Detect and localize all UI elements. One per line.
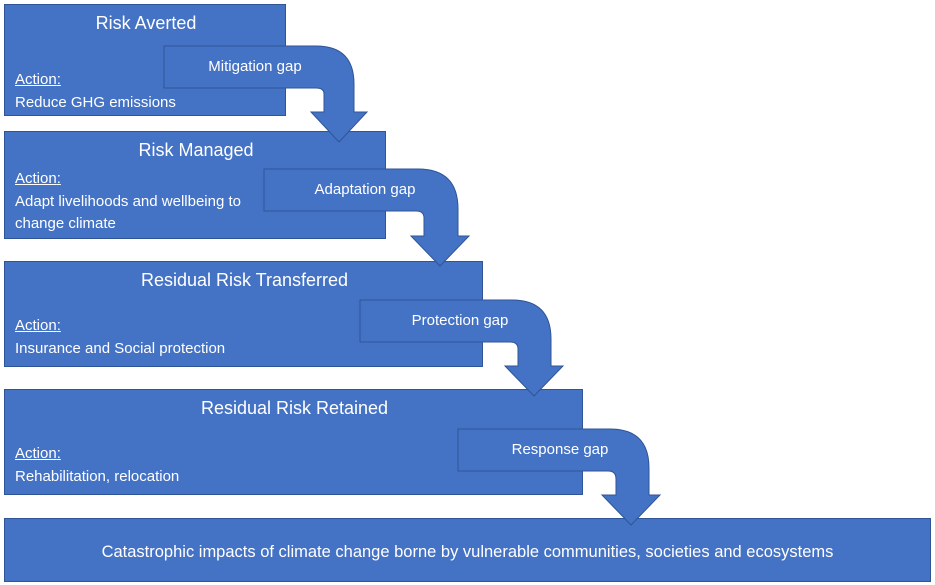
box-catastrophic-impacts: Catastrophic impacts of climate change b… — [4, 518, 931, 582]
box-title-residual-risk-transferred: Residual Risk Transferred — [140, 270, 349, 290]
box-title-risk-managed: Risk Managed — [138, 140, 254, 160]
adaptation-gap-label: Adaptation gap — [314, 181, 416, 198]
action-label-residual-risk-transferred: Action: — [15, 317, 61, 334]
protection-gap-arrow — [359, 299, 565, 397]
adaptation-gap-arrow — [263, 168, 471, 267]
mitigation-gap-arrow — [163, 45, 369, 143]
mitigation-gap-label: Mitigation gap — [208, 58, 302, 75]
action-label-risk-managed: Action: — [15, 170, 61, 187]
final-impacts-text: Catastrophic impacts of climate change b… — [101, 543, 834, 561]
action-text-residual-risk-transferred: Insurance and Social protection — [15, 340, 226, 357]
response-gap-arrow — [457, 428, 662, 526]
protection-gap-label: Protection gap — [411, 312, 509, 329]
action-label-risk-averted: Action: — [15, 71, 61, 88]
action-text-risk-averted: Reduce GHG emissions — [15, 94, 176, 111]
action-text-risk-managed: Adapt livelihoods and wellbeing to chang… — [15, 193, 241, 232]
box-title-risk-averted: Risk Averted — [95, 13, 197, 33]
response-gap-label: Response gap — [511, 441, 609, 458]
action-text-residual-risk-retained: Rehabilitation, relocation — [15, 468, 180, 485]
box-title-residual-risk-retained: Residual Risk Retained — [200, 398, 389, 418]
action-label-residual-risk-retained: Action: — [15, 445, 61, 462]
